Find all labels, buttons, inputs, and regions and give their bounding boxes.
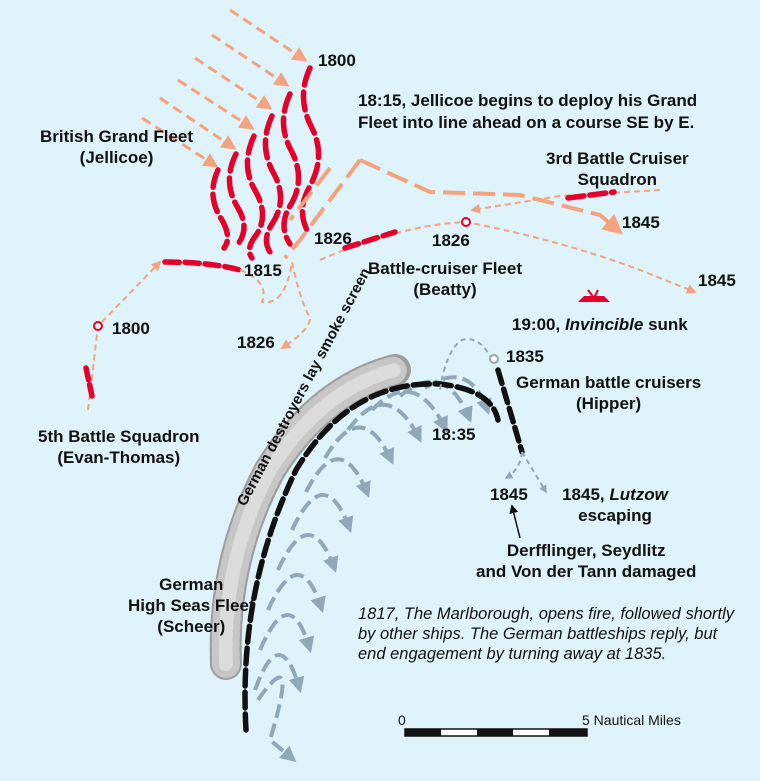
invincible-wreck-icon xyxy=(578,289,610,302)
scale-five: 5 Nautical Miles xyxy=(582,712,681,728)
label-1800-top: 1800 xyxy=(318,51,356,70)
label-1845-b: 1845 xyxy=(698,271,736,290)
label-1826-c: 1826 xyxy=(237,333,275,352)
label-third-bcs: 3rd Battle Cruiser Squadron xyxy=(546,149,689,189)
label-1845-a: 1845 xyxy=(622,213,660,232)
hipper-track xyxy=(439,338,547,494)
label-1826-b: 1826 xyxy=(432,231,470,250)
label-hipper: German battle cruisers (Hipper) xyxy=(516,373,702,413)
label-1835: 1835 xyxy=(506,347,544,366)
label-1815: 1815 xyxy=(244,261,282,280)
smoke-screen xyxy=(209,354,411,680)
label-1835-b: 18:35 xyxy=(432,425,476,444)
scale-bar xyxy=(404,728,588,737)
damaged-pointer xyxy=(509,504,521,539)
beatty-track xyxy=(319,217,697,294)
deploy-note: 18:15, Jellicoe begins to deploy his Gra… xyxy=(358,91,698,132)
deployment-track xyxy=(283,158,624,260)
scale-zero: 0 xyxy=(398,712,406,728)
label-beatty: Battle-cruiser Fleet (Beatty) xyxy=(368,259,522,299)
label-invincible: 19:00, Invincible sunk xyxy=(512,315,688,334)
label-damaged: Derfflinger, Seydlitz and Von der Tann d… xyxy=(476,541,697,581)
grand-fleet-ships xyxy=(210,65,322,261)
label-1845-c: 1845 xyxy=(490,485,528,504)
engagement-note: 1817, The Marlborough, opens fire, follo… xyxy=(358,605,735,663)
label-hsf: German High Seas Fleet (Scheer) xyxy=(128,575,255,636)
label-fifth-bs: 5th Battle Squadron (Evan-Thomas) xyxy=(38,427,200,467)
hsf-escape-track xyxy=(256,675,297,763)
label-1826-a: 1826 xyxy=(314,229,352,248)
label-1800-left: 1800 xyxy=(112,319,150,338)
third-bcs-track xyxy=(470,189,661,214)
grand-fleet-columns xyxy=(141,8,308,168)
hsf-ships xyxy=(242,381,501,733)
label-grand-fleet: British Grand Fleet (Jellicoe) xyxy=(40,127,194,167)
fifth-bs-track xyxy=(83,259,312,411)
